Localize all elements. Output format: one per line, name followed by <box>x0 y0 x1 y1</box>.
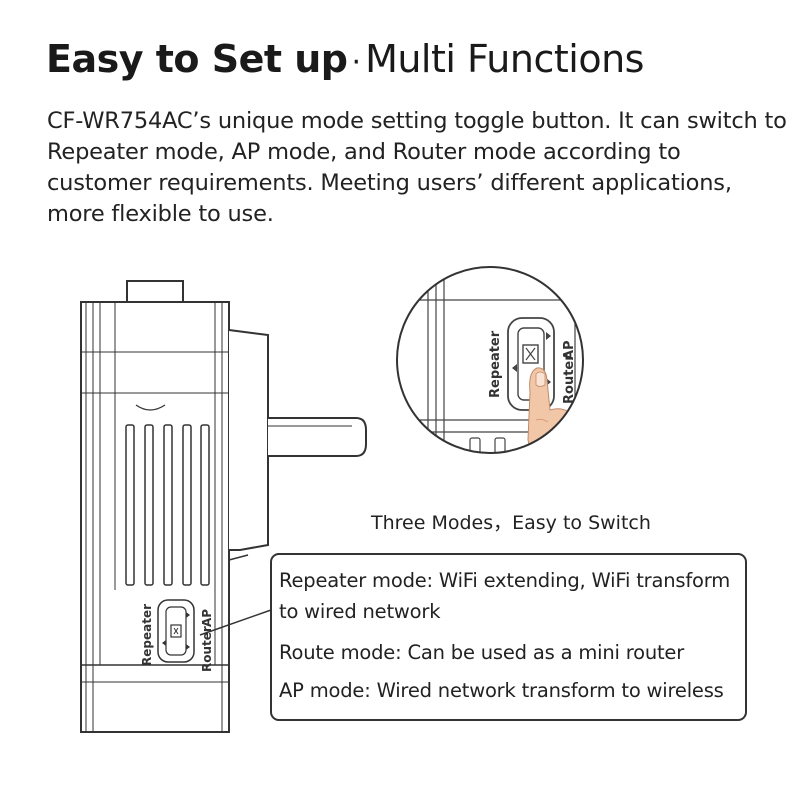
page-title: Easy to Set up·Multi Functions <box>46 34 644 88</box>
zoom-label-router: Router <box>562 354 577 404</box>
vent-slots <box>125 424 210 586</box>
mode-ap-line: AP mode: Wired network transform to wire… <box>279 679 724 702</box>
zoom-label-repeater: Repeater <box>488 330 503 398</box>
switch-label-router: Router <box>200 626 214 672</box>
product-description: CF-WR754AC’s unique mode setting toggle … <box>47 108 787 227</box>
zoom-caption: Three Modes，Easy to Switch <box>371 512 651 534</box>
pointer-line <box>199 609 272 636</box>
modes-info-box: Repeater mode: WiFi extending, WiFi tran… <box>270 553 747 721</box>
title-bold: Easy to Set up <box>46 37 348 81</box>
zoom-label-ap: AP <box>562 340 577 360</box>
title-separator: · <box>351 45 362 80</box>
mode-router-line: Route mode: Can be used as a mini router <box>279 641 685 664</box>
title-light: Multi Functions <box>365 37 644 81</box>
switch-label-repeater: Repeater <box>140 604 154 666</box>
switch-label-ap: AP <box>200 609 214 627</box>
mode-repeater-line2: to wired network <box>279 600 441 623</box>
mode-repeater-line1: Repeater mode: WiFi extending, WiFi tran… <box>279 569 731 592</box>
device-body <box>80 301 230 733</box>
repeater-device <box>80 280 367 733</box>
